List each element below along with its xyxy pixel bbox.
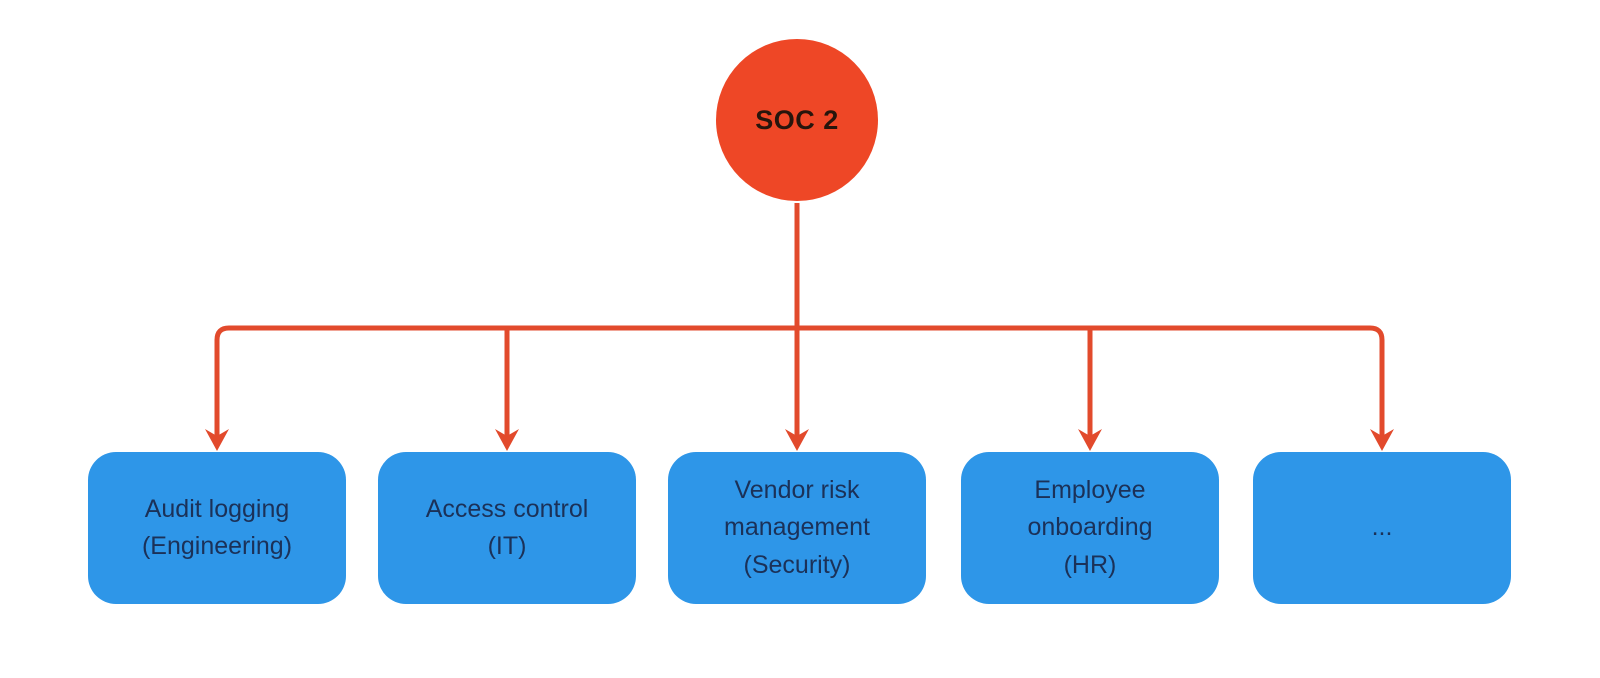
arrow-down-icon (205, 429, 229, 451)
child-node-label: Vendor risk management (Security) (724, 475, 870, 579)
root-node-label: SOC 2 (755, 104, 839, 135)
child-node-audit-logging: Audit logging (Engineering) (88, 452, 346, 604)
child-node-label: Employee onboarding (HR) (1027, 475, 1153, 579)
child-node-vendor-risk: Vendor risk management (Security) (668, 452, 926, 604)
child-node-label: Access control (IT) (425, 494, 589, 561)
child-node-access-control: Access control (IT) (378, 452, 636, 604)
child-node-label: ... (1371, 513, 1393, 542)
arrow-down-icon (495, 429, 519, 451)
arrow-down-icon (1078, 429, 1102, 451)
arrow-down-icon (1370, 429, 1394, 451)
child-node-ellipsis: ... (1253, 452, 1511, 604)
child-node-label: Audit logging (Engineering) (141, 494, 293, 561)
root-node-soc2: SOC 2 (716, 39, 878, 201)
child-node-employee-onboarding: Employee onboarding (HR) (961, 452, 1219, 604)
arrow-down-icon (785, 429, 809, 451)
